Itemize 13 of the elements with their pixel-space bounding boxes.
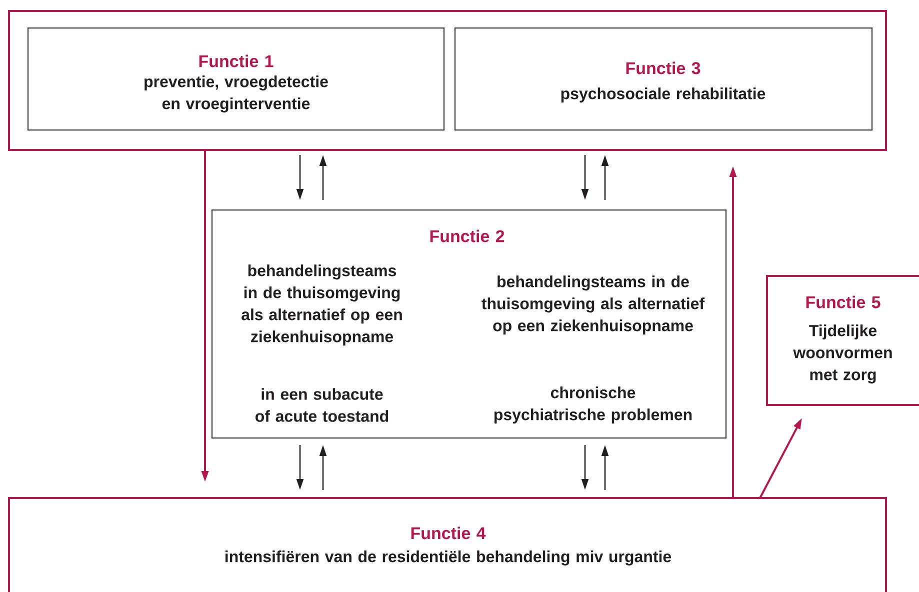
- function-title: Functie 5: [806, 296, 880, 308]
- function-title: Functie 3: [626, 62, 700, 74]
- function-description: behandelingsteams in de thuisomgeving als alternatief op een ziekenhuisopname: [482, 276, 705, 334]
- function-description: preventie, vroegdetectie en vroeginterventie: [144, 76, 328, 112]
- function-description: in een subacute of acute toestand: [256, 388, 388, 422]
- function-description: behandelingsteams in de thuisomgeving als alternatief op een ziekenhuisopname: [242, 264, 402, 346]
- function-title: Functie 2: [430, 230, 504, 242]
- function-description: Tijdelijke woonvormen met zorg: [793, 324, 892, 384]
- function-description: chronische psychiatrische problemen: [494, 386, 692, 424]
- function-description: intensifiëren van de residentiële behandeling miv urgantie: [226, 550, 672, 566]
- function-description: psychosociale rehabilitatie: [561, 88, 766, 102]
- function-title: Functie 4: [411, 526, 486, 540]
- function-title: Functie 1: [199, 54, 274, 68]
